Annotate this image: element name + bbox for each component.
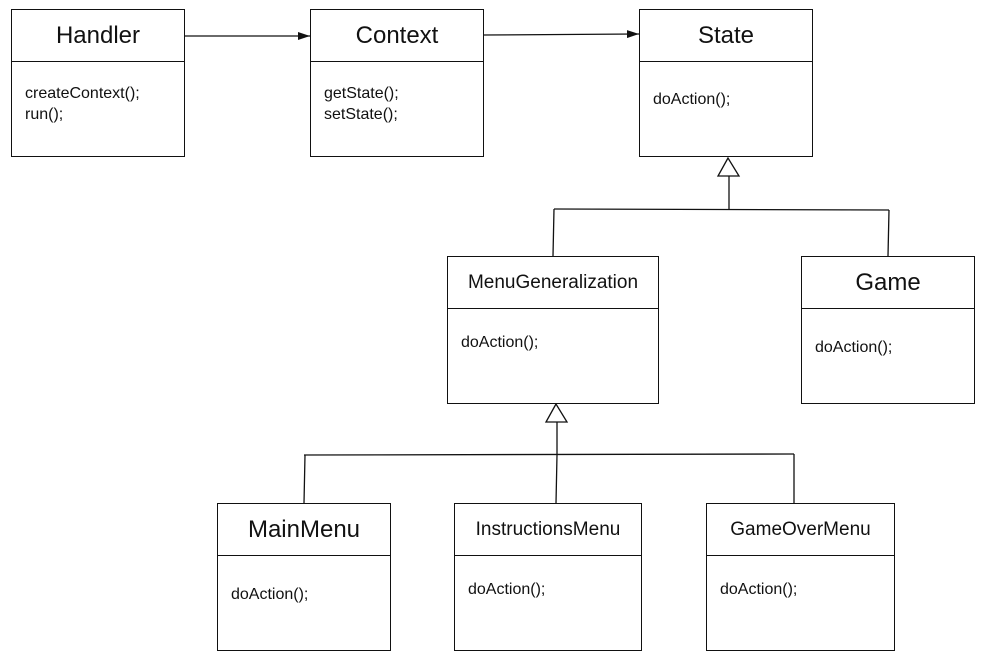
method-list: doAction(); (802, 309, 974, 358)
inheritance-triangle-menu (544, 402, 569, 423)
class-state[interactable]: State doAction(); (639, 9, 813, 157)
class-handler[interactable]: Handler createContext(); run(); (11, 9, 185, 157)
method: doAction(); (468, 581, 546, 598)
class-name: State (640, 10, 812, 62)
class-name: MainMenu (218, 504, 390, 556)
method: createContext(); (25, 85, 140, 102)
class-game-over-menu[interactable]: GameOverMenu doAction(); (706, 503, 895, 651)
class-name: GameOverMenu (707, 504, 894, 556)
method: doAction(); (653, 91, 731, 108)
class-menu-generalization[interactable]: MenuGeneralization doAction(); (447, 256, 659, 404)
class-name: MenuGeneralization (448, 257, 658, 309)
method: doAction(); (720, 581, 798, 598)
method-list: getState(); setState(); (311, 62, 483, 125)
class-main-menu[interactable]: MainMenu doAction(); (217, 503, 391, 651)
class-name: Game (802, 257, 974, 309)
generalization-state (552, 156, 890, 257)
class-context[interactable]: Context getState(); setState(); (310, 9, 484, 157)
class-name: Context (311, 10, 483, 62)
method: run(); (25, 106, 64, 123)
method-list: createContext(); run(); (12, 62, 184, 125)
method: doAction(); (815, 339, 893, 356)
class-name: Handler (12, 10, 184, 62)
method-list: doAction(); (448, 309, 658, 353)
method: setState(); (324, 106, 398, 123)
method: getState(); (324, 85, 399, 102)
class-game[interactable]: Game doAction(); (801, 256, 975, 404)
method-list: doAction(); (640, 62, 812, 110)
class-instructions-menu[interactable]: InstructionsMenu doAction(); (454, 503, 642, 651)
method-list: doAction(); (707, 556, 894, 600)
method-list: doAction(); (218, 556, 390, 605)
method-list: doAction(); (455, 556, 641, 600)
generalization-menu (303, 402, 795, 504)
association-context-state (483, 30, 640, 39)
inheritance-triangle-state (716, 156, 741, 177)
method: doAction(); (231, 586, 309, 603)
method: doAction(); (461, 334, 539, 351)
class-name: InstructionsMenu (455, 504, 641, 556)
